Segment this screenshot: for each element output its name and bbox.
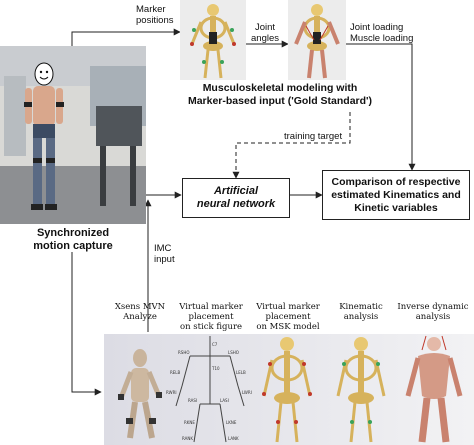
label-muscle-loading: Muscle loading xyxy=(350,33,414,44)
label-joint-angles: Joint angles xyxy=(251,22,279,44)
pipeline-label-inverse-line-2: analysis xyxy=(415,312,451,322)
skeleton-with-markers-illustration xyxy=(180,0,246,80)
ann-node-text: Artificial neural network xyxy=(197,185,275,211)
label-imc-input-line-2: input xyxy=(154,254,175,265)
comparison-node-line-2: estimated Kinematics and xyxy=(331,188,461,201)
comparison-node: Comparison of respective estimated Kinem… xyxy=(322,170,470,220)
marker-label-lank: LANK xyxy=(228,436,239,441)
sync-capture-caption-line-1: Synchronized xyxy=(36,227,110,239)
kinematic-skeleton xyxy=(336,337,386,443)
label-imc-input-line-1: IMC xyxy=(154,243,172,254)
label-imc-input: IMC input xyxy=(154,243,175,265)
pipeline-label-inverse: Inverse dynamic analysis xyxy=(394,302,472,322)
pipeline-label-msk-line-1: Virtual marker xyxy=(256,302,320,312)
marker-label-lsho: LSHO xyxy=(228,350,239,355)
msk-skeleton-markers xyxy=(262,337,312,443)
comparison-node-line-1: Comparison of respective xyxy=(331,175,461,188)
marker-label-lasi: LASI xyxy=(220,398,229,403)
marker-label-lwri: LWRI xyxy=(242,390,252,395)
pipeline-label-stick-line-2: placement xyxy=(188,312,234,322)
lab-scene-illustration xyxy=(0,46,146,224)
xsens-mannequin xyxy=(118,349,162,439)
label-joint-angles-line-2: angles xyxy=(251,33,279,44)
marker-label-rkne: RKNE xyxy=(184,420,195,425)
skeleton-marker-model xyxy=(180,0,246,80)
ann-node-line-1: Artificial xyxy=(213,185,258,197)
inverse-dynamic-model xyxy=(405,335,463,443)
pipeline-label-stick-line-1: Virtual marker xyxy=(179,302,243,312)
pipeline-label-kinematic-line-1: Kinematic xyxy=(339,302,383,312)
label-joint-loading: Joint loading xyxy=(350,22,404,33)
marker-label-t10: T10 xyxy=(211,366,220,371)
marker-label-rsho: RSHO xyxy=(178,350,189,355)
marker-label-rank: RANK xyxy=(182,436,193,441)
pipeline-label-msk: Virtual marker placement on MSK model xyxy=(250,302,326,332)
marker-label-lelb: LELB xyxy=(236,370,246,375)
marker-label-lkne: LKNE xyxy=(226,420,237,425)
label-training-target: training target xyxy=(284,131,343,142)
pipeline-label-stick: Virtual marker placement on stick figure xyxy=(172,302,250,332)
msk-modeling-caption: Musculoskeletal modeling with Marker-bas… xyxy=(180,82,380,108)
label-marker-positions-line-2: positions xyxy=(136,15,174,26)
marker-label-rasi: RASI xyxy=(188,398,197,403)
pipeline-label-xsens-line-2: Analyze xyxy=(123,312,157,322)
msk-modeling-caption-line-2: Marker-based input ('Gold Standard') xyxy=(187,95,373,107)
stick-figure-marker-labels: RSHO LSHO RELB LELB RWRI LWRI RASI LASI … xyxy=(166,342,252,441)
marker-label-rwri: RWRI xyxy=(166,390,177,395)
pipeline-label-msk-line-2: placement xyxy=(265,312,311,322)
label-joint-angles-line-1: Joint xyxy=(254,22,276,33)
edge-sync-to-pipeline xyxy=(71,252,102,396)
pipeline-label-stick-line-3: on stick figure xyxy=(179,322,243,332)
motion-capture-photo xyxy=(0,46,146,224)
marker-label-c7: C7 xyxy=(212,342,218,347)
msk-modeling-caption-line-1: Musculoskeletal modeling with xyxy=(202,82,358,94)
pipeline-label-msk-line-3: on MSK model xyxy=(256,322,320,332)
sync-capture-caption-line-2: motion capture xyxy=(33,240,113,252)
comparison-node-text: Comparison of respective estimated Kinem… xyxy=(331,176,461,215)
pipeline-label-xsens-line-1: Xsens MVN xyxy=(114,302,166,312)
comparison-node-line-3: Kinetic variables xyxy=(354,201,438,214)
stick-figure xyxy=(175,336,245,443)
label-marker-positions-line-1: Marker xyxy=(136,4,166,15)
edge-sync-to-msk xyxy=(71,28,181,46)
edge-training-target xyxy=(232,112,351,179)
ann-node: Artificial neural network xyxy=(182,178,290,218)
sync-capture-caption: Synchronized motion capture xyxy=(0,227,146,253)
label-marker-positions: Marker positions xyxy=(136,4,174,26)
pipeline-label-kinematic: Kinematic analysis xyxy=(330,302,392,322)
ann-node-line-2: neural network xyxy=(196,198,276,210)
marker-label-relb: RELB xyxy=(170,370,181,375)
pipeline-strip-illustration: RSHO LSHO RELB LELB RWRI LWRI RASI LASI … xyxy=(104,334,474,445)
pipeline-label-xsens: Xsens MVN Analyze xyxy=(108,302,172,322)
pipeline-label-inverse-line-1: Inverse dynamic xyxy=(397,302,469,312)
skeleton-with-muscles-illustration xyxy=(288,0,346,80)
pipeline-label-kinematic-line-2: analysis xyxy=(343,312,379,322)
pipeline-strip: RSHO LSHO RELB LELB RWRI LWRI RASI LASI … xyxy=(104,334,474,445)
skeleton-muscle-model xyxy=(288,0,346,80)
